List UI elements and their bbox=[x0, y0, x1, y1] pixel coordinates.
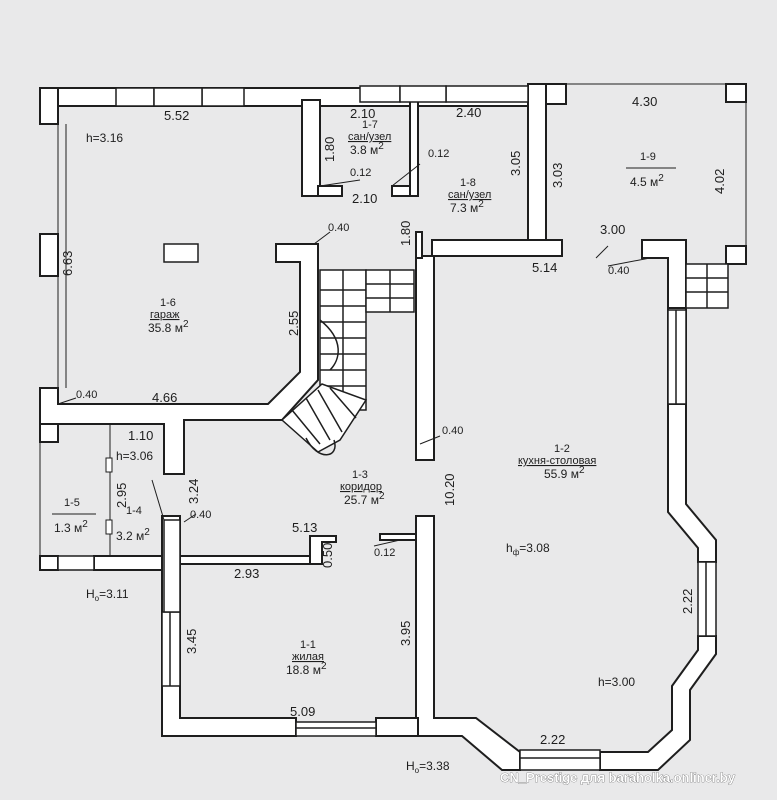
dim-0-40-e: 0.40 bbox=[190, 509, 211, 521]
dim-3-00: 3.00 bbox=[600, 222, 625, 237]
dim-2-22-a: 2.22 bbox=[680, 589, 695, 614]
room-1-3-area: 25.7 м2 bbox=[344, 491, 385, 507]
dim-5-52: 5.52 bbox=[164, 108, 189, 123]
room-1-7-area: 3.8 м2 bbox=[350, 141, 384, 157]
dim-2-95: 2.95 bbox=[114, 483, 129, 508]
dim-3-95: 3.95 bbox=[398, 621, 413, 646]
dim-0-12-c: 0.12 bbox=[374, 547, 395, 559]
room-1-5-area: 1.3 м2 bbox=[54, 519, 88, 535]
dim-5-14: 5.14 bbox=[532, 260, 557, 275]
room-1-2-id: 1-2 bbox=[554, 443, 570, 455]
dim-2-93: 2.93 bbox=[234, 566, 259, 581]
dim-4-30: 4.30 bbox=[632, 94, 657, 109]
windows bbox=[57, 85, 717, 771]
dimension-labels: 5.52 2.10 2.40 4.30 1.80 0.12 0.12 2.10 … bbox=[60, 94, 727, 747]
room-labels: 1-1 жилая 18.8 м2 1-2 кухня-столовая 55.… bbox=[52, 119, 676, 677]
dim-3-03: 3.03 bbox=[550, 163, 565, 188]
room-1-5-id: 1-5 bbox=[64, 497, 80, 509]
dim-2-10-top: 2.10 bbox=[350, 106, 375, 121]
room-1-6-name: гараж bbox=[150, 309, 180, 321]
height-labels: h=3.16 h=3.06 hф=3.08 h=3.00 Ho=3.11 Ho=… bbox=[86, 131, 635, 775]
dim-0-40-c: 0.40 bbox=[76, 389, 97, 401]
room-1-7-name: сан/узел bbox=[348, 131, 391, 143]
room-1-6-id: 1-6 bbox=[160, 297, 176, 309]
height-right: h=3.00 bbox=[598, 675, 635, 689]
height-H-bottom: Ho=3.38 bbox=[406, 759, 450, 775]
room-1-2-area: 55.9 м2 bbox=[544, 465, 585, 481]
dim-5-13: 5.13 bbox=[292, 520, 317, 535]
garage-fixture bbox=[163, 243, 199, 263]
dim-1-80-a: 1.80 bbox=[322, 137, 337, 162]
dim-5-09: 5.09 bbox=[290, 704, 315, 719]
dim-0-40-b: 0.40 bbox=[608, 265, 629, 277]
leader-lines bbox=[57, 163, 651, 547]
dim-2-40: 2.40 bbox=[456, 105, 481, 120]
dim-0-40-a: 0.40 bbox=[328, 222, 349, 234]
height-H-left: Ho=3.11 bbox=[86, 587, 129, 603]
dim-2-22-b: 2.22 bbox=[540, 732, 565, 747]
dim-0-40-d: 0.40 bbox=[442, 425, 463, 437]
dim-1-80-b: 1.80 bbox=[398, 221, 413, 246]
dim-0-50: 0.50 bbox=[320, 543, 335, 568]
room-1-1-name: жилая bbox=[292, 651, 324, 663]
room-1-1-area: 18.8 м2 bbox=[286, 661, 327, 677]
dim-2-10-b: 2.10 bbox=[352, 191, 377, 206]
boundaries bbox=[39, 83, 747, 613]
room-1-3-name: коридор bbox=[340, 481, 382, 493]
staircase bbox=[280, 263, 729, 456]
dim-3-05: 3.05 bbox=[508, 151, 523, 176]
dim-4-02: 4.02 bbox=[712, 169, 727, 194]
room-1-1-id: 1-1 bbox=[300, 639, 316, 651]
dim-6-63: 6.63 bbox=[60, 251, 75, 276]
dim-0-12-a: 0.12 bbox=[350, 167, 371, 179]
dim-1-10: 1.10 bbox=[128, 428, 153, 443]
height-kitchen: hф=3.08 bbox=[506, 541, 550, 557]
dim-0-12-b: 0.12 bbox=[428, 148, 449, 160]
room-1-9-area: 4.5 м2 bbox=[630, 173, 664, 189]
room-1-4-area: 3.2 м2 bbox=[116, 527, 150, 543]
room-1-8-name: сан/узел bbox=[448, 189, 491, 201]
dim-2-55: 2.55 bbox=[286, 311, 301, 336]
room-1-6-area: 35.8 м2 bbox=[148, 319, 189, 335]
dim-3-45: 3.45 bbox=[184, 629, 199, 654]
watermark-text: CN_Prestige для baraholka.onliner.by bbox=[500, 770, 736, 785]
dim-10-20: 10.20 bbox=[442, 473, 457, 506]
room-1-7-id: 1-7 bbox=[362, 119, 378, 131]
room-1-2-name: кухня-столовая bbox=[518, 455, 596, 467]
room-1-4-id: 1-4 bbox=[126, 505, 142, 517]
height-room-1-4: h=3.06 bbox=[116, 449, 153, 463]
room-1-8-area: 7.3 м2 bbox=[450, 199, 484, 215]
dim-3-24: 3.24 bbox=[186, 479, 201, 504]
room-1-8-id: 1-8 bbox=[460, 177, 476, 189]
room-1-3-id: 1-3 bbox=[352, 469, 368, 481]
height-garage: h=3.16 bbox=[86, 131, 123, 145]
room-1-9-id: 1-9 bbox=[640, 151, 656, 163]
dim-4-66: 4.66 bbox=[152, 390, 177, 405]
